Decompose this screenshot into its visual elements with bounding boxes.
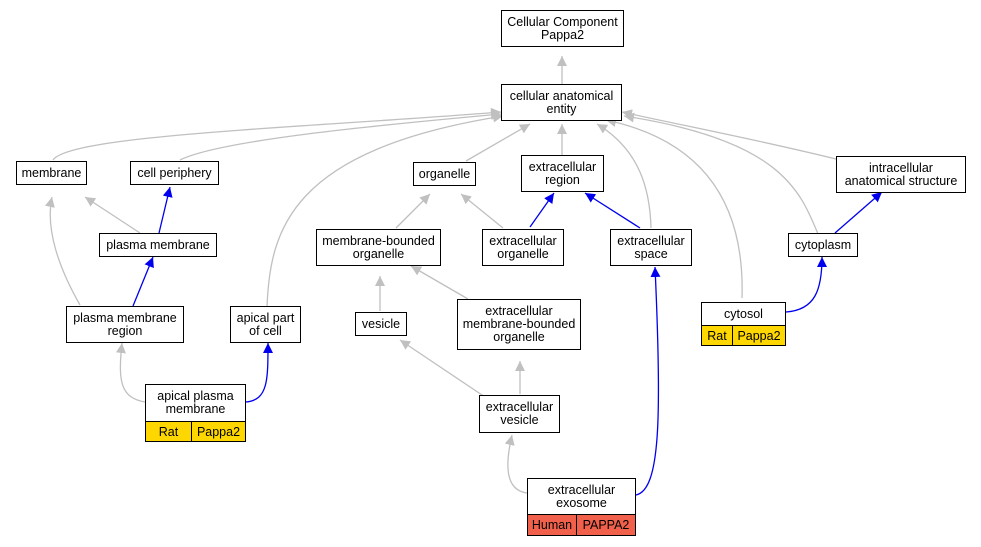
node-ext-mbo-line-2: membrane-bounded [462,317,576,331]
edge-pm-region-to-membrane [45,196,81,306]
cytosol-species-tag: Rat [701,325,733,346]
node-cytosol[interactable]: cytosol [701,302,786,326]
edge-extracellular-space-to-cae [596,123,652,229]
node-cellular-component-line-2: Pappa2 [540,27,585,42]
node-ext-mbo-line-3: organelle [493,330,545,344]
node-ext-space-line-2: space [634,246,668,261]
node-ext-mbo-line-1: extracellular [485,304,553,318]
node-apical-pm-line-2: membrane [165,402,226,416]
apical-pm-gene-tag: Pappa2 [191,421,246,442]
node-cae-line-2: entity [546,101,577,116]
node-organelle[interactable]: organelle [413,162,476,186]
edge-exosome-to-ext-vesicle [504,434,528,494]
exosome-gene-tag: PAPPA2 [576,514,636,536]
exosome-species-tag: Human [527,514,577,536]
edge-cytosol-to-cae [605,117,743,299]
node-ext-organelle-line-2: organelle [497,246,549,261]
edge-pm-region-part-of-plasma-membrane [132,256,154,307]
apical-pm-species-tag: Rat [145,421,192,442]
edge-ext-mbo-to-mbo [410,265,469,300]
node-cellular-component-line-1: Cellular Component [507,14,618,29]
node-ext-space-line-1: extracellular [617,233,685,248]
edge-plasma-membrane-to-membrane [84,196,141,234]
node-apical-part-line-1: apical part [236,310,295,325]
node-cell-periphery[interactable]: cell periphery [130,161,219,185]
node-plasma-membrane[interactable]: plasma membrane [99,233,217,257]
node-membrane-line-1: membrane [21,165,82,180]
edge-exosome-part-of-ext-space [635,266,661,496]
node-pm-region-line-2: region [107,323,143,338]
node-intracellular-line-1: intracellular [869,160,933,175]
node-organelle-line-1: organelle [418,166,471,181]
edge-cytoplasm-part-of-intracellular [834,191,883,234]
node-cytosol-line-1: cytosol [724,306,763,321]
edge-cell-periphery-to-cae [179,109,502,161]
node-vesicle[interactable]: vesicle [355,312,407,336]
node-plasma-membrane-line-1: plasma membrane [106,237,210,252]
edge-organelle-to-cae [465,123,531,162]
node-extracellular-region-line-1: extracellular [528,159,597,174]
edge-ext-organelle-part-of-ext-region [529,192,555,228]
node-intracellular-line-2: anatomical structure [844,173,958,188]
node-apical-part-line-2: of cell [249,323,282,338]
node-cae-line-1: cellular anatomical [509,88,614,103]
edge-plasma-membrane-part-of-cell-periphery [158,186,173,234]
edge-ext-space-part-of-ext-region [584,192,641,229]
node-mbo-line-2: organelle [352,246,405,261]
node-ext-vesicle-line-1: extracellular [485,400,554,414]
node-ext-organelle-line-1: extracellular [489,233,557,248]
node-apical-pm-line-1: apical plasma [157,389,234,403]
node-cytoplasm-line-1: cytoplasm [794,237,852,252]
node-vesicle-line-1: vesicle [361,316,401,331]
cytosol-gene-tag: Pappa2 [732,325,786,346]
edge-intracellular-to-cae [621,109,841,161]
edge-apical-pm-part-of-apical-part [245,342,273,403]
edge-membrane-to-cae [52,107,502,161]
edge-mbo-to-organelle [395,193,431,229]
node-pm-region-line-1: plasma membrane [73,310,177,325]
node-cell-periphery-line-1: cell periphery [137,165,212,180]
edge-ext-vesicle-to-vesicle [399,339,486,398]
edge-apical-part-to-cae [266,112,504,308]
node-membrane[interactable]: membrane [16,161,87,185]
node-cytoplasm[interactable]: cytoplasm [788,233,858,257]
edge-cytosol-part-of-cytoplasm [785,256,827,313]
edge-cytoplasm-to-cae [623,112,819,235]
node-ext-vesicle-line-2: vesicle [500,413,539,427]
edge-ext-organelle-to-organelle [460,193,504,229]
node-exosome-line-2: exosome [556,495,607,510]
node-exosome-line-1: extracellular [547,482,616,497]
edge-apical-pm-to-pm-region [115,342,146,403]
node-extracellular-region-line-2: region [545,172,580,187]
node-mbo-line-1: membrane-bounded [322,233,435,248]
